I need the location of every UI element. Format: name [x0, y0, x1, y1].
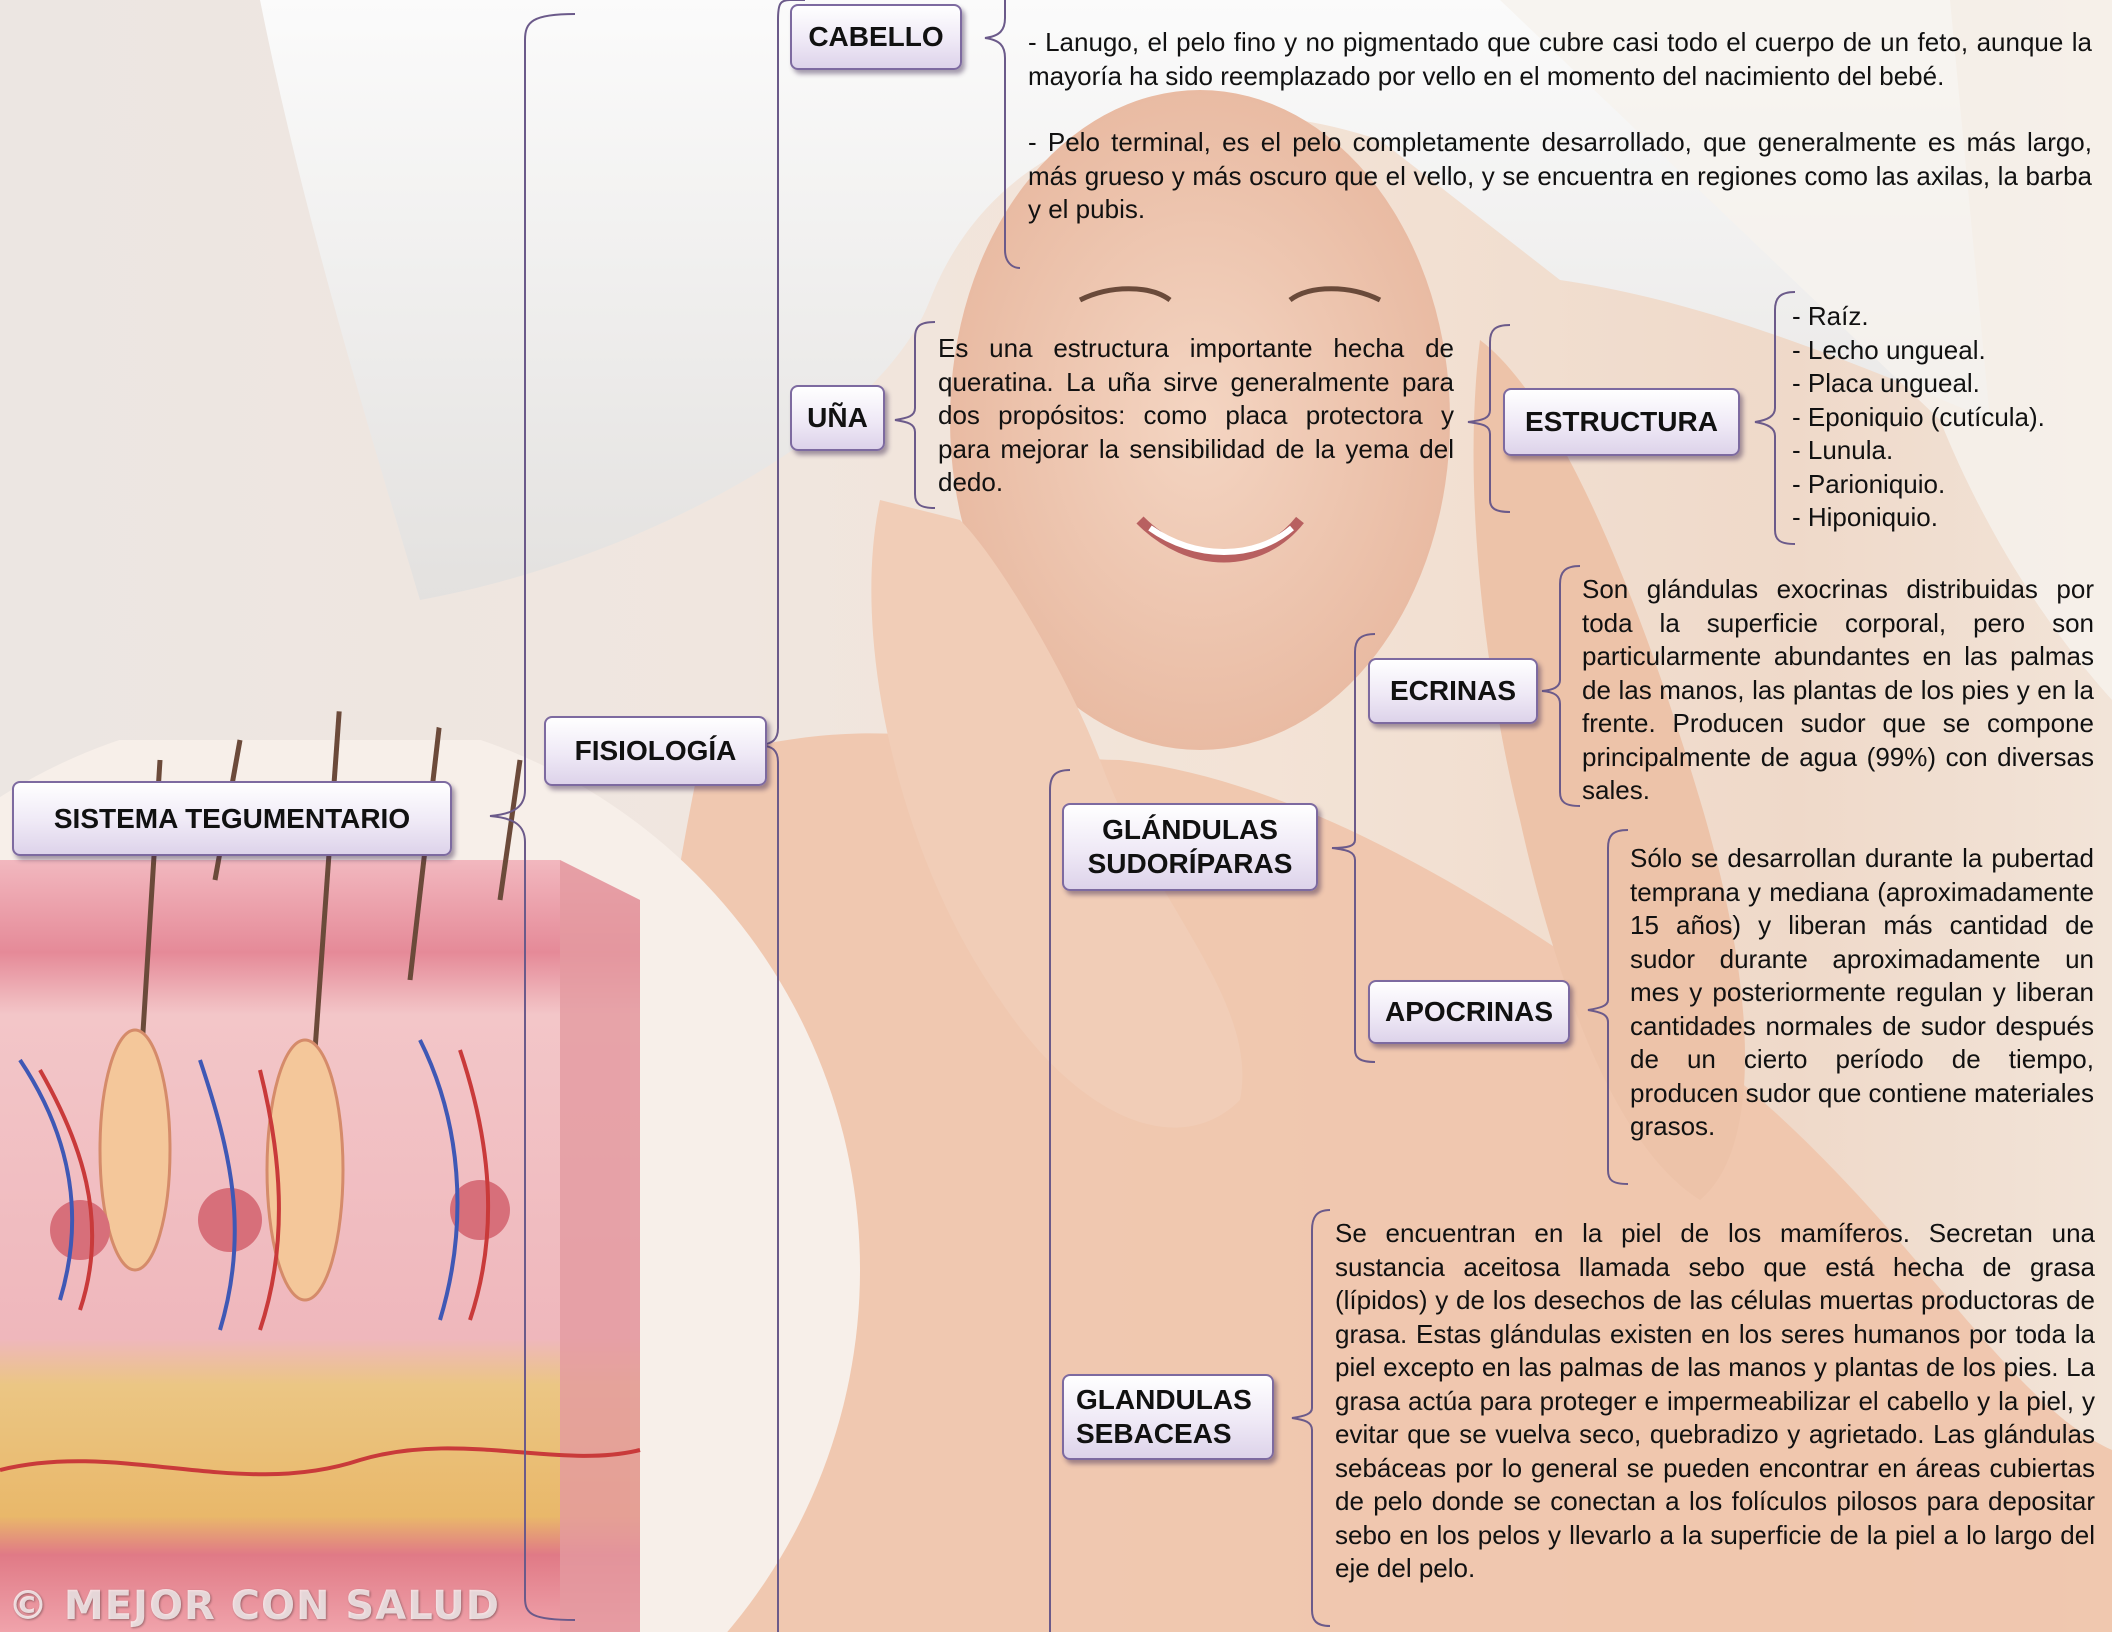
cabello-node: CABELLO	[790, 4, 962, 70]
estructura-item-lecho: - Lecho ungueal.	[1792, 334, 2092, 368]
fisiologia-label: FISIOLOGÍA	[575, 734, 737, 768]
estructura-node: ESTRUCTURA	[1503, 388, 1740, 456]
estructura-item-lunula: - Lunula.	[1792, 434, 2092, 468]
root-node: SISTEMA TEGUMENTARIO	[12, 781, 452, 856]
sudoriparas-label-1: GLÁNDULAS	[1088, 813, 1293, 847]
una-node: UÑA	[790, 385, 885, 451]
apocrinas-label: APOCRINAS	[1385, 995, 1553, 1029]
ecrinas-node: ECRINAS	[1368, 658, 1538, 724]
ecrinas-text: Son glándulas exocrinas distribuidas por…	[1582, 573, 2094, 808]
estructura-list: - Raíz. - Lecho ungueal. - Placa ungueal…	[1792, 300, 2092, 535]
estructura-label: ESTRUCTURA	[1525, 405, 1718, 439]
sudoriparas-node: GLÁNDULAS SUDORÍPARAS	[1062, 803, 1318, 891]
estructura-item-hiponiquio: - Hiponiquio.	[1792, 501, 2092, 535]
root-label: SISTEMA TEGUMENTARIO	[54, 802, 410, 836]
fisiologia-node: FISIOLOGÍA	[544, 716, 767, 786]
sebaceas-text: Se encuentran en la piel de los mamífero…	[1335, 1217, 2095, 1586]
cabello-text: - Lanugo, el pelo fino y no pigmentado q…	[1028, 26, 2092, 227]
apocrinas-text: Sólo se desarrollan durante la pubertad …	[1630, 842, 2094, 1144]
sebaceas-node: GLANDULAS SEBACEAS	[1062, 1374, 1274, 1460]
apocrinas-node: APOCRINAS	[1368, 980, 1570, 1044]
estructura-item-parioniquio: - Parioniquio.	[1792, 468, 2092, 502]
estructura-item-eponiquio: - Eponiquio (cutícula).	[1792, 401, 2092, 435]
cabello-terminal: - Pelo terminal, es el pelo completament…	[1028, 126, 2092, 227]
watermark-logo: © MEJOR CON SALUD	[8, 1583, 500, 1629]
ecrinas-label: ECRINAS	[1390, 674, 1516, 708]
sebaceas-label-1: GLANDULAS	[1076, 1383, 1252, 1417]
estructura-item-raiz: - Raíz.	[1792, 300, 2092, 334]
estructura-item-placa: - Placa ungueal.	[1792, 367, 2092, 401]
una-label: UÑA	[807, 401, 868, 435]
cabello-lanugo: - Lanugo, el pelo fino y no pigmentado q…	[1028, 26, 2092, 93]
sudoriparas-label-2: SUDORÍPARAS	[1088, 847, 1293, 881]
una-text: Es una estructura importante hecha de qu…	[938, 332, 1454, 500]
cabello-label: CABELLO	[808, 20, 943, 54]
sebaceas-label-2: SEBACEAS	[1076, 1417, 1252, 1451]
